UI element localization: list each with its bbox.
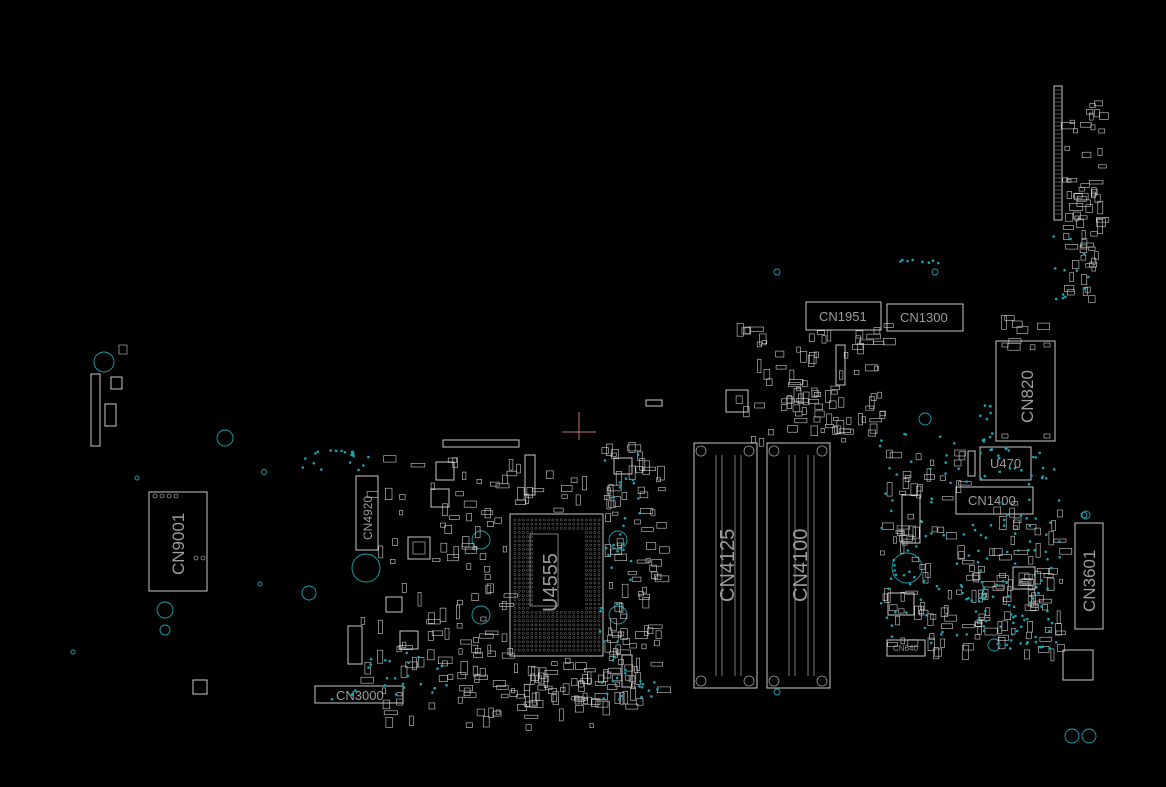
connector-cn1300[interactable]: CN1300: [886, 303, 964, 332]
right-edge-small-parts: [1064, 100, 1109, 296]
cn820-label: CN820: [1018, 370, 1037, 423]
cpu-u4555[interactable]: U4555: [471, 513, 628, 657]
cn4920-label: CN4920: [361, 496, 375, 540]
cn3601-label: CN3601: [1080, 550, 1099, 612]
misc-parts: [192, 344, 1094, 695]
connector-cn1951[interactable]: CN1951: [805, 301, 882, 331]
connector-cn1400[interactable]: CN1400: [955, 486, 1034, 515]
cn9001-label: CN9001: [169, 513, 188, 575]
connector-cn4920[interactable]: CN4920: [351, 475, 381, 583]
connector-cn820[interactable]: CN820: [995, 340, 1056, 442]
cn1951-label: CN1951: [819, 309, 867, 324]
connector-cn3000[interactable]: CN3000: [314, 685, 404, 704]
cn4125-label: CN4125: [717, 529, 739, 602]
dimm-slot-cn4100[interactable]: CN4100: [766, 442, 831, 689]
cn3000-label: CN3000: [336, 688, 384, 703]
smd-components: [360, 122, 1110, 731]
connector-cn640[interactable]: CN640: [886, 639, 926, 657]
u4555-label: U4555: [540, 553, 562, 612]
connector-cn9001[interactable]: CN9001: [148, 429, 234, 636]
chip-u470[interactable]: U470: [967, 446, 1032, 481]
cn640-label: CN640: [893, 644, 918, 653]
dimm-slot-cn4125[interactable]: CN4125: [693, 442, 758, 689]
u470-label: U470: [990, 456, 1021, 471]
via-field: [301, 235, 1090, 701]
cn1300-label: CN1300: [900, 310, 948, 325]
connector-cn3601[interactable]: CN3601: [1074, 510, 1104, 630]
mounting-holes: [70, 268, 1097, 744]
left-small-connector[interactable]: [90, 344, 128, 447]
cn4100-label: CN4100: [790, 529, 812, 602]
cn1400-label: CN1400: [968, 493, 1016, 508]
right-edge-connector-strip[interactable]: [1053, 85, 1063, 221]
